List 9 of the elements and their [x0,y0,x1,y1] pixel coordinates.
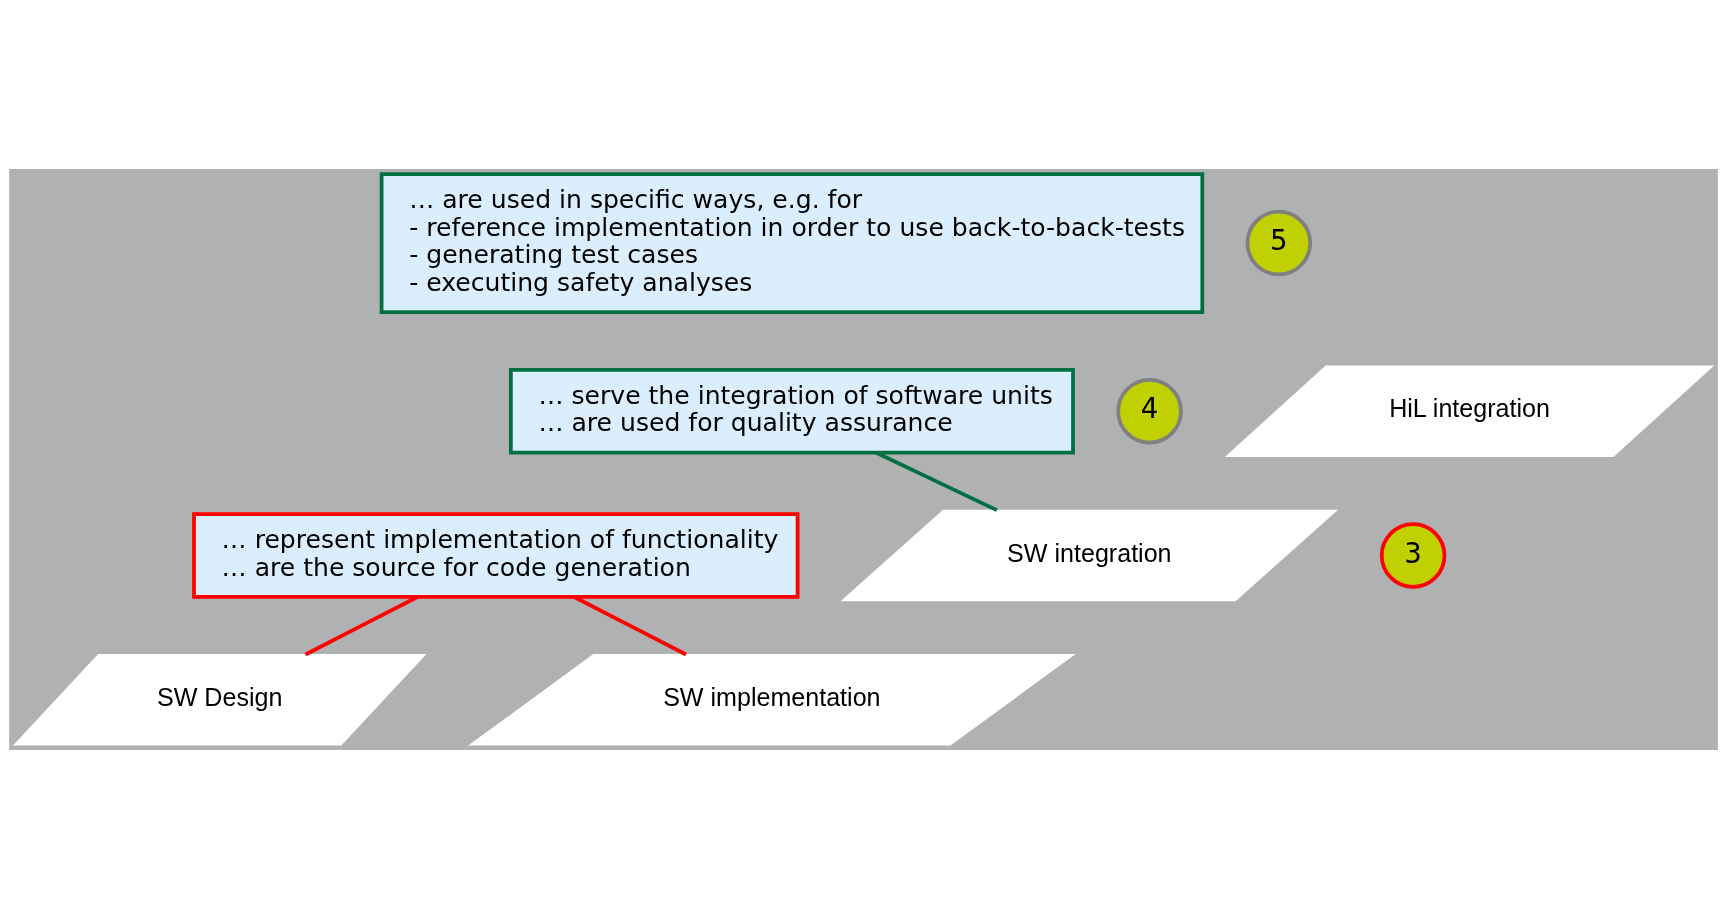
node-circle: 4 [1116,377,1183,445]
connector [875,451,998,512]
connector [304,595,419,657]
node-circle: 5 [1245,209,1313,277]
node-circle: 3 [1379,522,1447,589]
node-box: … serve the integration of software units … are used for quality assurance [508,367,1075,455]
node-box: … are used in specific ways, e.g. for - reference implementation in order to use back-to-back-tests - generating test cases - executing safety analyses [379,172,1205,314]
connector [573,595,687,657]
node-box: … represent implementation of functionality … are the source for code generation [192,512,800,599]
